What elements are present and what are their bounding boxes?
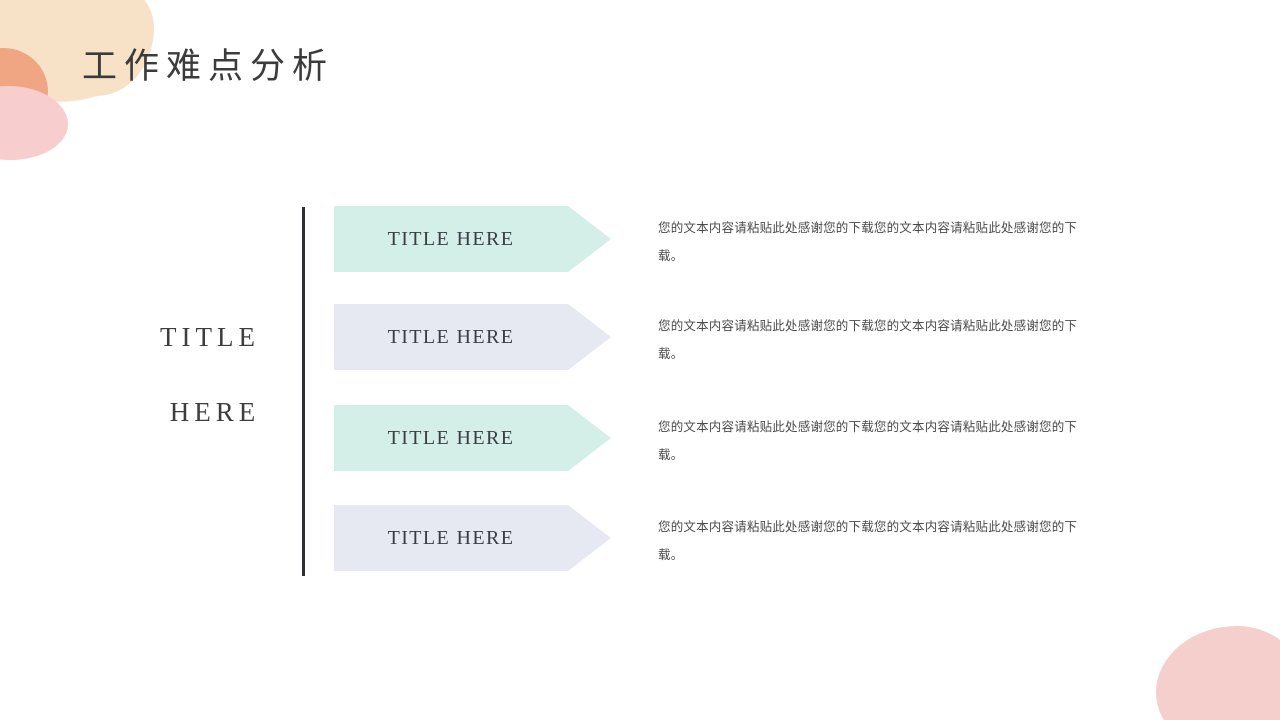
content-row: TITLE HERE 您的文本内容请粘贴此处感谢您的下载您的文本内容请粘贴此处感… bbox=[334, 405, 1104, 471]
arrow-banner-2[interactable]: TITLE HERE bbox=[334, 304, 611, 370]
content-row: TITLE HERE 您的文本内容请粘贴此处感谢您的下载您的文本内容请粘贴此处感… bbox=[334, 206, 1104, 272]
watercolor-blob-bottom-right bbox=[1156, 626, 1280, 720]
row-body-text: 您的文本内容请粘贴此处感谢您的下载您的文本内容请粘贴此处感谢您的下载。 bbox=[658, 220, 1078, 263]
page-title: 工作难点分析 bbox=[82, 47, 335, 86]
side-label-line-2: HERE bbox=[169, 397, 261, 427]
side-label-line-1: TITLE bbox=[160, 322, 260, 352]
arrow-banner-label: TITLE HERE bbox=[387, 325, 515, 348]
watercolor-blob-orange bbox=[0, 48, 48, 126]
row-body-text: 您的文本内容请粘贴此处感谢您的下载您的文本内容请粘贴此处感谢您的下载。 bbox=[658, 419, 1078, 462]
arrow-banner-label: TITLE HERE bbox=[387, 526, 515, 549]
row-body-text: 您的文本内容请粘贴此处感谢您的下载您的文本内容请粘贴此处感谢您的下载。 bbox=[658, 519, 1078, 562]
row-body-text: 您的文本内容请粘贴此处感谢您的下载您的文本内容请粘贴此处感谢您的下载。 bbox=[658, 318, 1078, 361]
arrow-banner-1[interactable]: TITLE HERE bbox=[334, 206, 611, 272]
content-row: TITLE HERE 您的文本内容请粘贴此处感谢您的下载您的文本内容请粘贴此处感… bbox=[334, 304, 1104, 370]
arrow-banner-label: TITLE HERE bbox=[387, 426, 515, 449]
arrow-banner-4[interactable]: TITLE HERE bbox=[334, 505, 611, 571]
arrow-banner-label: TITLE HERE bbox=[387, 227, 515, 250]
section-side-label: TITLE HERE bbox=[120, 300, 300, 450]
vertical-divider bbox=[302, 207, 305, 576]
content-row: TITLE HERE 您的文本内容请粘贴此处感谢您的下载您的文本内容请粘贴此处感… bbox=[334, 505, 1104, 571]
arrow-banner-3[interactable]: TITLE HERE bbox=[334, 405, 611, 471]
watercolor-blob-pink bbox=[0, 86, 68, 160]
